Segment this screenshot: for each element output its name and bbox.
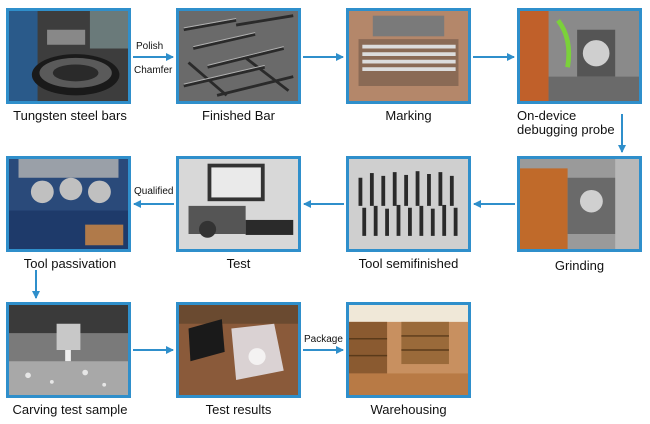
step-label-grinding: Grinding <box>554 258 605 273</box>
step-label-warehousing: Warehousing <box>370 402 447 417</box>
arrow-label-package: Package <box>304 334 343 345</box>
tungsten-steel-bars-photo <box>6 8 131 104</box>
step-label-tool-passivation: Tool passivation <box>23 256 117 271</box>
step-label-test-results: Test results <box>205 402 272 417</box>
tool-semifinished-photo <box>346 156 471 252</box>
step-label-marking: Marking <box>385 108 432 123</box>
step-label-tool-semifinished: Tool semifinished <box>358 256 459 271</box>
step-label-tungsten-steel-bars: Tungsten steel bars <box>13 108 127 123</box>
arrow-label-polish: Polish <box>136 41 164 52</box>
step-label-finished-bar: Finished Bar <box>202 108 275 123</box>
arrow-label-qualified: Qualified <box>134 186 174 197</box>
grinding-photo <box>517 156 642 252</box>
step-label-debugging-probe: On-device debugging probe <box>507 109 647 137</box>
warehousing-photo <box>346 302 471 398</box>
carving-test-sample-photo <box>6 302 131 398</box>
step-label-debugging-probe-line1: On-device <box>517 108 577 123</box>
step-label-carving-test-sample: Carving test sample <box>12 402 128 417</box>
step-label-debugging-probe-line2: debugging probe <box>517 122 615 137</box>
arrow-label-chamfer: Chamfer <box>134 65 173 76</box>
test-photo <box>176 156 301 252</box>
marking-photo <box>346 8 471 104</box>
finished-bar-photo <box>176 8 301 104</box>
step-label-test: Test <box>226 256 251 271</box>
debugging-probe-photo <box>517 8 642 104</box>
tool-passivation-photo <box>6 156 131 252</box>
test-results-photo <box>176 302 301 398</box>
